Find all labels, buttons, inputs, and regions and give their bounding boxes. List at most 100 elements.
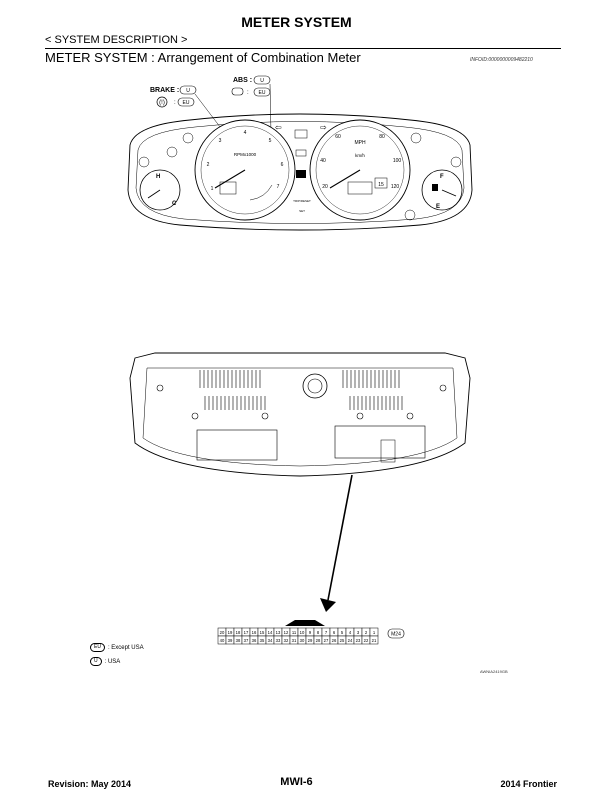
connector-pin-number: 8 [317,630,320,635]
legend-row: U : USA [90,657,120,666]
cluster-outline [127,113,473,231]
section-title: METER SYSTEM : Arrangement of Combinatio… [45,50,361,65]
connector-pin-number: 19 [228,630,233,635]
doc-id: INFOID:0000000009482210 [470,57,533,63]
airbag-icon [166,146,178,158]
tach-display-window [219,181,237,195]
connector-pin-number: 32 [284,638,289,643]
connector-pin-number: 31 [292,638,297,643]
brake-label: BRAKE : [150,87,179,94]
tach-tick-label: 1 [211,186,214,192]
speed-mph-label: MPH [354,140,366,146]
connector-pin-number: 28 [316,638,321,643]
tach-unit-label: RPMx1000 [234,152,257,157]
connector-pin-number: 23 [356,638,361,643]
except-usa-code-pill [177,97,195,107]
connector-pin-number: 13 [276,630,281,635]
combination-meter-front-figure: BRAKE : U (!) : EU ABS : U : EU RPMx1000… [127,75,473,231]
connector-id: M24 [391,632,401,638]
speed-kmh-label: km/h [355,153,365,158]
legend-code: U [90,657,102,666]
connector-pin-number: 1 [373,630,376,635]
connector-pin-number: 30 [300,638,305,643]
tach-tick-label: 2 [207,162,210,168]
except-usa-code: EU [183,100,190,106]
connector-pin-number: 11 [292,630,297,635]
tach-tick-label: 5 [269,138,272,144]
warning-lamp-icon [138,156,150,168]
usa-code: U [260,78,264,84]
connector-pointer-arrow [320,474,353,612]
header-rule [45,48,561,49]
connector-pin-number: 16 [252,630,257,635]
tach-tick-label: 3 [219,138,222,144]
temp-hot-label: H [156,174,160,180]
vent-slots-left [199,370,266,410]
footer-revision: Revision: May 2014 [48,779,132,789]
connector-pin-number: 21 [372,638,377,643]
svg-text::: : [247,90,249,96]
connector-pin-number: 29 [308,638,313,643]
seatbelt-icon [296,170,306,178]
brake-warning-icon [156,96,168,108]
connector-pin-number: 7 [325,630,328,635]
set-label: SET [299,209,305,213]
figure-code: AWNIA2419GB [480,669,508,674]
odometer-display [347,181,373,195]
connector-pin-number: 4 [349,630,352,635]
connector-pin-number: 20 [220,630,225,635]
tach-needle [214,169,246,189]
speed-tick-label: 40 [320,158,326,164]
turn-left-icon: ⇦ [275,123,282,132]
footer-model: 2014 Frontier [500,779,557,789]
svg-text:(!): (!) [159,100,165,106]
speed-tick-label: 20 [322,184,328,190]
usa-code: U [186,88,190,94]
battery-icon [410,132,422,144]
connector-pin-number: 18 [236,630,241,635]
legend-text: : USA [104,658,121,665]
tach-tick-label: 4 [244,130,247,136]
combination-meter-rear-figure [129,352,471,477]
connector-pin-number: 5 [341,630,344,635]
connector-pin-number: 6 [333,630,336,635]
check-engine-icon [294,129,308,139]
connector-pin-number: 27 [324,638,329,643]
speed-tick-label: 80 [379,134,385,140]
speed-tick-label: 60 [335,134,341,140]
connector-pin-number: 35 [260,638,265,643]
abs-warning-icon [231,87,244,96]
connector-pin-number: 37 [244,638,249,643]
connector-pin-number: 24 [348,638,353,643]
oil-pressure-icon [404,209,416,221]
breadcrumb[interactable]: < SYSTEM DESCRIPTION > [45,34,188,46]
trip-reset-label: TRIP/RESET [293,199,311,203]
connector-pin-number: 39 [228,638,233,643]
rear-housing-outline [129,352,471,477]
connector-pin-number: 9 [309,630,312,635]
footer-page-number: MWI-6 [280,776,313,788]
connector-pin-number: 22 [364,638,369,643]
connector-pin-number: 17 [244,630,249,635]
temp-readout: 15 [378,182,384,188]
tach-tick-label: 6 [281,162,284,168]
connector-pin-number: 2 [365,630,368,635]
page-title: METER SYSTEM [241,14,352,30]
abs-label: ABS : [233,77,252,84]
connector-pin-number: 33 [276,638,281,643]
connector-pin-number: 36 [252,638,257,643]
tach-tick-label: 7 [277,184,280,190]
door-icon [295,149,307,157]
connector-pin-number: 26 [332,638,337,643]
turn-right-icon: ⇨ [320,123,327,132]
connector-pin-number: 14 [268,630,273,635]
except-usa-code: EU [259,90,266,96]
speed-tick-label: 100 [393,158,402,164]
fuel-pump-icon [432,184,438,191]
connector-housing-left [196,429,278,461]
usa-code-pill [179,85,197,95]
vent-slots-right [342,370,403,410]
